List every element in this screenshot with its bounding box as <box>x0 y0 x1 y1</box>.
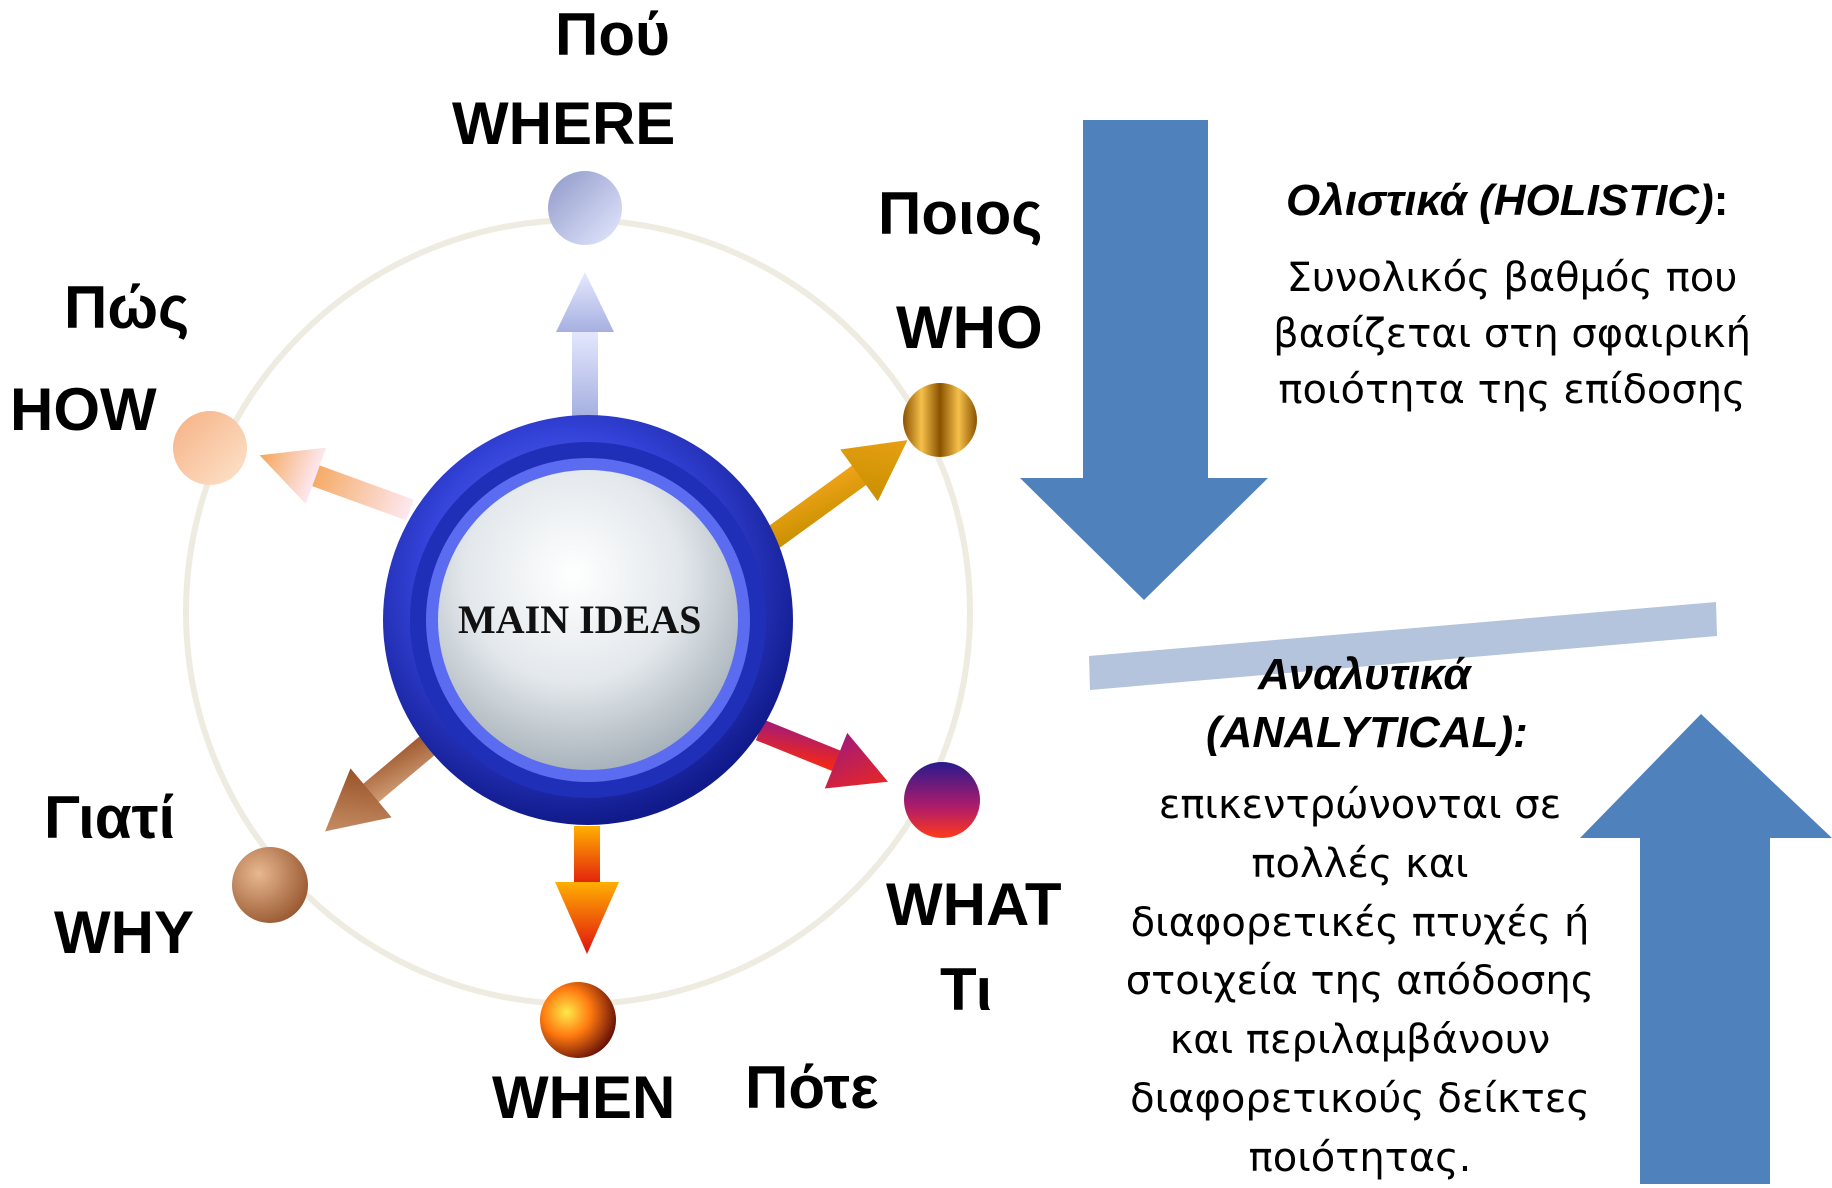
label-how-gr: Πώς <box>64 274 190 341</box>
holistic-title-text: Ολιστικά (HOLISTIC) <box>1286 176 1714 225</box>
arrow-who <box>762 440 908 550</box>
analytical-title-line1: Αναλυτικά <box>1258 650 1471 699</box>
label-why-en: WHY <box>54 899 194 966</box>
arrow-where <box>556 272 614 416</box>
label-what-gr: Τι <box>940 956 993 1023</box>
label-why-gr: Γιατί <box>44 784 176 851</box>
analytical-line: και περιλαμβάνουν <box>1169 1017 1551 1064</box>
label-where-gr: Πού <box>555 1 670 68</box>
analytical-line: στοιχεία της απόδοσης <box>1125 958 1595 1005</box>
analytical-line: διαφορετικούς δείκτες <box>1130 1075 1590 1122</box>
analytical-line: πολλές και <box>1251 840 1469 887</box>
node-when <box>540 982 616 1058</box>
arrow-when <box>555 826 619 954</box>
arrow-how <box>259 447 414 521</box>
arrow-what <box>755 719 888 789</box>
hub <box>383 415 793 825</box>
holistic-title: Ολιστικά (HOLISTIC): <box>1286 176 1728 226</box>
label-who-en: WHO <box>896 294 1043 361</box>
node-where <box>548 171 622 245</box>
holistic-down-arrow <box>1020 120 1268 600</box>
label-how-en: HOW <box>10 376 157 443</box>
holistic-line: βασίζεται στη σφαιρική <box>1273 311 1751 357</box>
label-when-en: WHEN <box>492 1064 676 1131</box>
label-where-en: WHERE <box>452 90 676 157</box>
divider-bar <box>1089 602 1717 690</box>
node-who <box>903 383 977 457</box>
node-how <box>173 411 247 485</box>
label-what-en: WHAT <box>886 871 1062 938</box>
analytical-title-line2: (ANALYTICAL): <box>1206 708 1528 757</box>
analytical-up-arrow <box>1580 714 1832 1184</box>
arrow-why <box>325 725 448 832</box>
holistic-description: Συνολικός βαθμός που βασίζεται στη σφαιρ… <box>1232 250 1792 418</box>
holistic-line: ποιότητα της επίδοσης <box>1278 367 1746 413</box>
label-who-gr: Ποιος <box>878 180 1043 247</box>
node-what <box>904 762 980 838</box>
holistic-title-colon: : <box>1713 176 1729 225</box>
holistic-line: Συνολικός βαθμός που <box>1286 255 1738 301</box>
label-when-gr: Πότε <box>745 1054 879 1121</box>
analytical-line: ποιότητας. <box>1248 1134 1472 1181</box>
analytical-line: επικεντρώνονται σε <box>1158 782 1562 828</box>
hub-label: MAIN IDEAS <box>458 597 702 642</box>
analytical-line: διαφορετικές πτυχές ή <box>1130 899 1590 946</box>
analytical-description: επικεντρώνονται σε πολλές και διαφορετικ… <box>1080 776 1640 1188</box>
node-why <box>232 847 308 923</box>
